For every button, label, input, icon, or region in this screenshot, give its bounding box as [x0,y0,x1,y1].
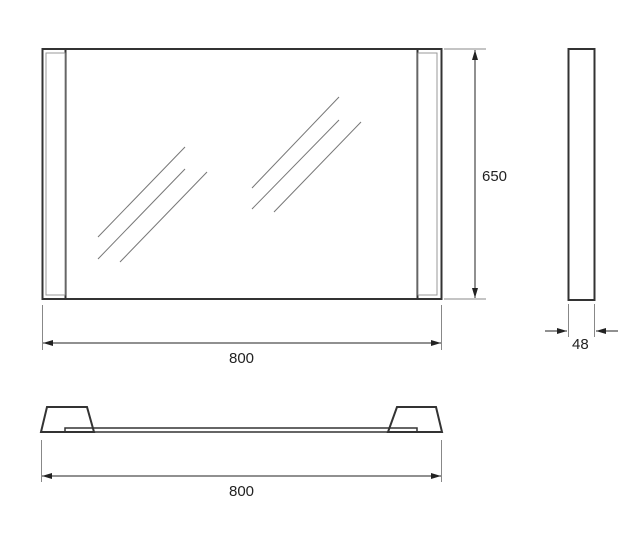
left-light-panel [45,52,66,296]
front-width-dimension [42,305,442,350]
bottom-plate [64,427,418,433]
height-dimension [444,48,486,300]
side-profile [567,48,596,301]
bottom-width-label: 800 [229,483,254,500]
side-view [545,48,618,337]
bottom-view [39,406,444,433]
front-width-label: 800 [229,350,254,367]
height-label: 650 [482,168,507,185]
right-bracket [386,406,444,433]
bottom-width-dimension [41,440,442,482]
glass-reflection-lines [97,96,362,263]
front-view [41,48,443,300]
mirror-outer-frame [41,48,443,300]
right-light-panel [417,52,438,296]
depth-label: 48 [572,336,589,353]
